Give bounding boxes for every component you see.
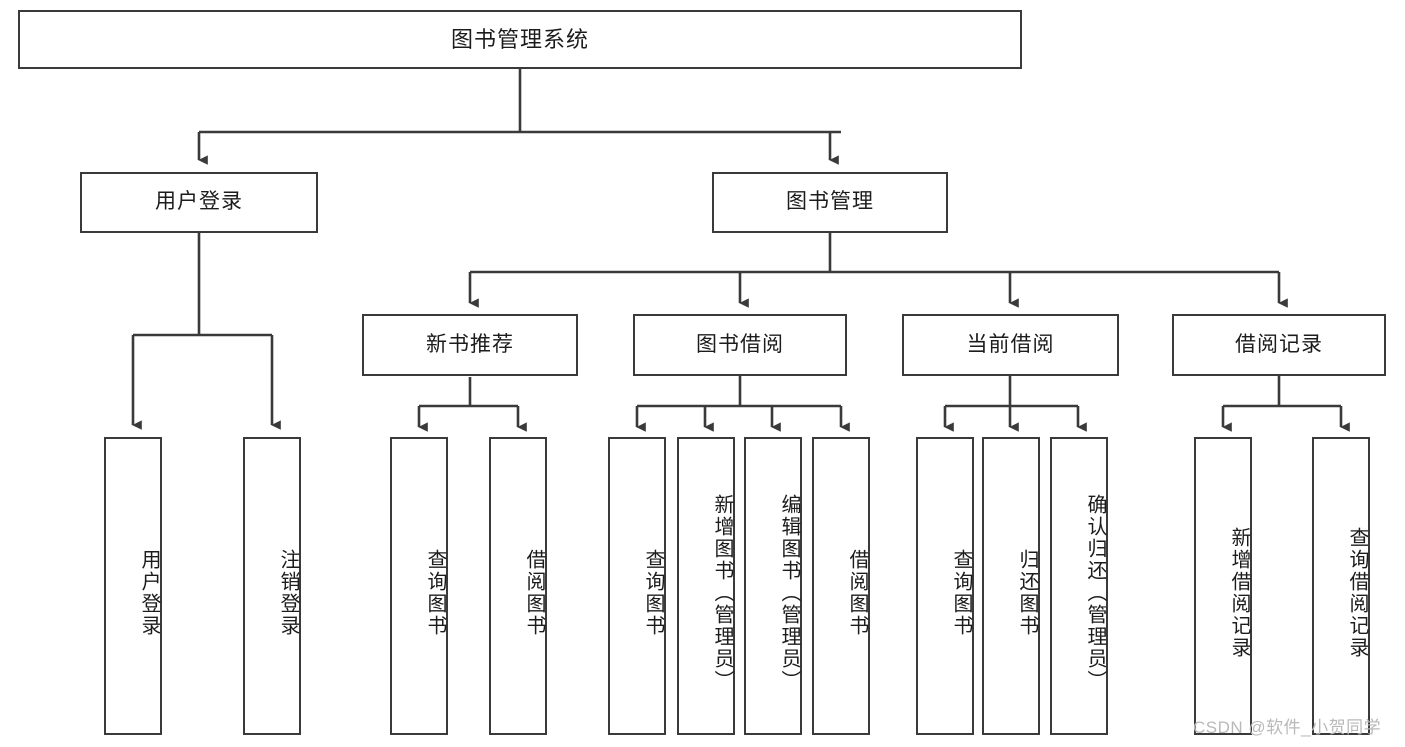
node-current-borrow-label: 当前借阅 xyxy=(966,332,1055,356)
leaf-user-login[interactable]: 用户登录 xyxy=(104,437,162,735)
node-root[interactable]: 图书管理系统 xyxy=(18,10,1022,69)
leaf-return-book-label: 归还图书 xyxy=(1016,549,1038,637)
leaf-query-book-2[interactable]: 查询图书 xyxy=(608,437,666,735)
node-borrow-record-label: 借阅记录 xyxy=(1235,332,1323,356)
node-root-label: 图书管理系统 xyxy=(450,26,589,52)
leaf-borrow-book-2[interactable]: 借阅图书 xyxy=(812,437,870,735)
leaf-confirm-return[interactable]: 确认归还（管理员） xyxy=(1050,437,1108,735)
leaf-query-book-2-label: 查询图书 xyxy=(642,549,664,637)
leaf-query-book-1[interactable]: 查询图书 xyxy=(390,437,448,735)
leaf-query-record-label: 查询借阅记录 xyxy=(1346,527,1368,659)
leaf-edit-book[interactable]: 编辑图书（管理员） xyxy=(744,437,802,735)
csdn-watermark: CSDN @软件_小贺同学 xyxy=(1193,718,1382,737)
leaf-borrow-book-1[interactable]: 借阅图书 xyxy=(489,437,547,735)
leaf-user-login-label: 用户登录 xyxy=(138,549,160,637)
leaf-borrow-book-2-label: 借阅图书 xyxy=(846,549,868,637)
leaf-query-book-3-label: 查询图书 xyxy=(950,549,972,637)
leaf-add-record-label: 新增借阅记录 xyxy=(1228,527,1250,659)
leaf-edit-book-label: 编辑图书（管理员） xyxy=(778,494,800,692)
leaf-logout[interactable]: 注销登录 xyxy=(243,437,301,735)
leaf-confirm-return-label: 确认归还（管理员） xyxy=(1084,494,1106,692)
node-borrow-record[interactable]: 借阅记录 xyxy=(1172,314,1386,376)
leaf-query-record[interactable]: 查询借阅记录 xyxy=(1312,437,1370,735)
node-book-borrow[interactable]: 图书借阅 xyxy=(633,314,847,376)
node-book-manage-label: 图书管理 xyxy=(786,190,874,214)
leaf-logout-label: 注销登录 xyxy=(277,549,299,637)
node-user-login-label: 用户登录 xyxy=(155,190,243,214)
leaf-query-book-1-label: 查询图书 xyxy=(424,549,446,637)
node-new-book-recommend[interactable]: 新书推荐 xyxy=(362,314,578,376)
leaf-borrow-book-1-label: 借阅图书 xyxy=(523,549,545,637)
leaf-query-book-3[interactable]: 查询图书 xyxy=(916,437,974,735)
leaf-return-book[interactable]: 归还图书 xyxy=(982,437,1040,735)
node-new-book-recommend-label: 新书推荐 xyxy=(426,332,514,356)
node-user-login[interactable]: 用户登录 xyxy=(80,172,318,233)
leaf-add-book-label: 新增图书（管理员） xyxy=(711,494,733,692)
node-book-borrow-label: 图书借阅 xyxy=(696,332,784,356)
leaf-add-book[interactable]: 新增图书（管理员） xyxy=(677,437,735,735)
node-current-borrow[interactable]: 当前借阅 xyxy=(902,314,1119,376)
node-book-manage[interactable]: 图书管理 xyxy=(712,172,948,233)
leaf-add-record[interactable]: 新增借阅记录 xyxy=(1194,437,1252,735)
